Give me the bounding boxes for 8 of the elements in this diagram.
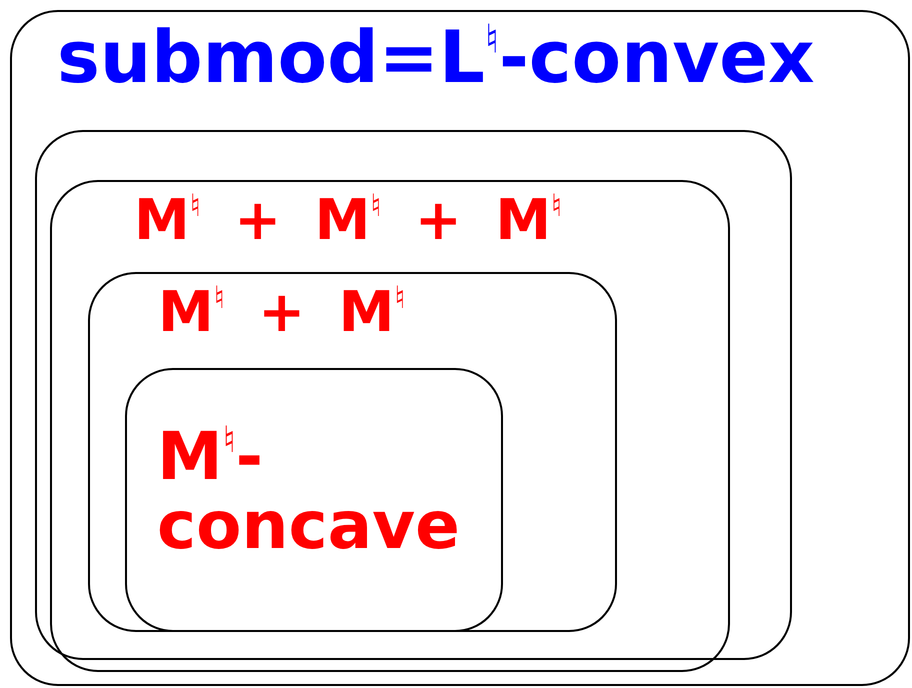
inner-set-box bbox=[125, 368, 503, 632]
outer-set-box bbox=[10, 10, 910, 686]
set-box bbox=[50, 180, 730, 672]
heading: submod=L$^{♮}$-convex bbox=[57, 20, 815, 96]
set-label: M$^{♮}$ + M$^{♮}$ bbox=[158, 284, 406, 343]
set-label: M$^{♮}$-concave bbox=[157, 422, 461, 561]
set-box bbox=[88, 272, 617, 632]
set-label: M$^{♮}$ + M$^{♮}$ + M$^{♮}$ bbox=[134, 192, 562, 251]
